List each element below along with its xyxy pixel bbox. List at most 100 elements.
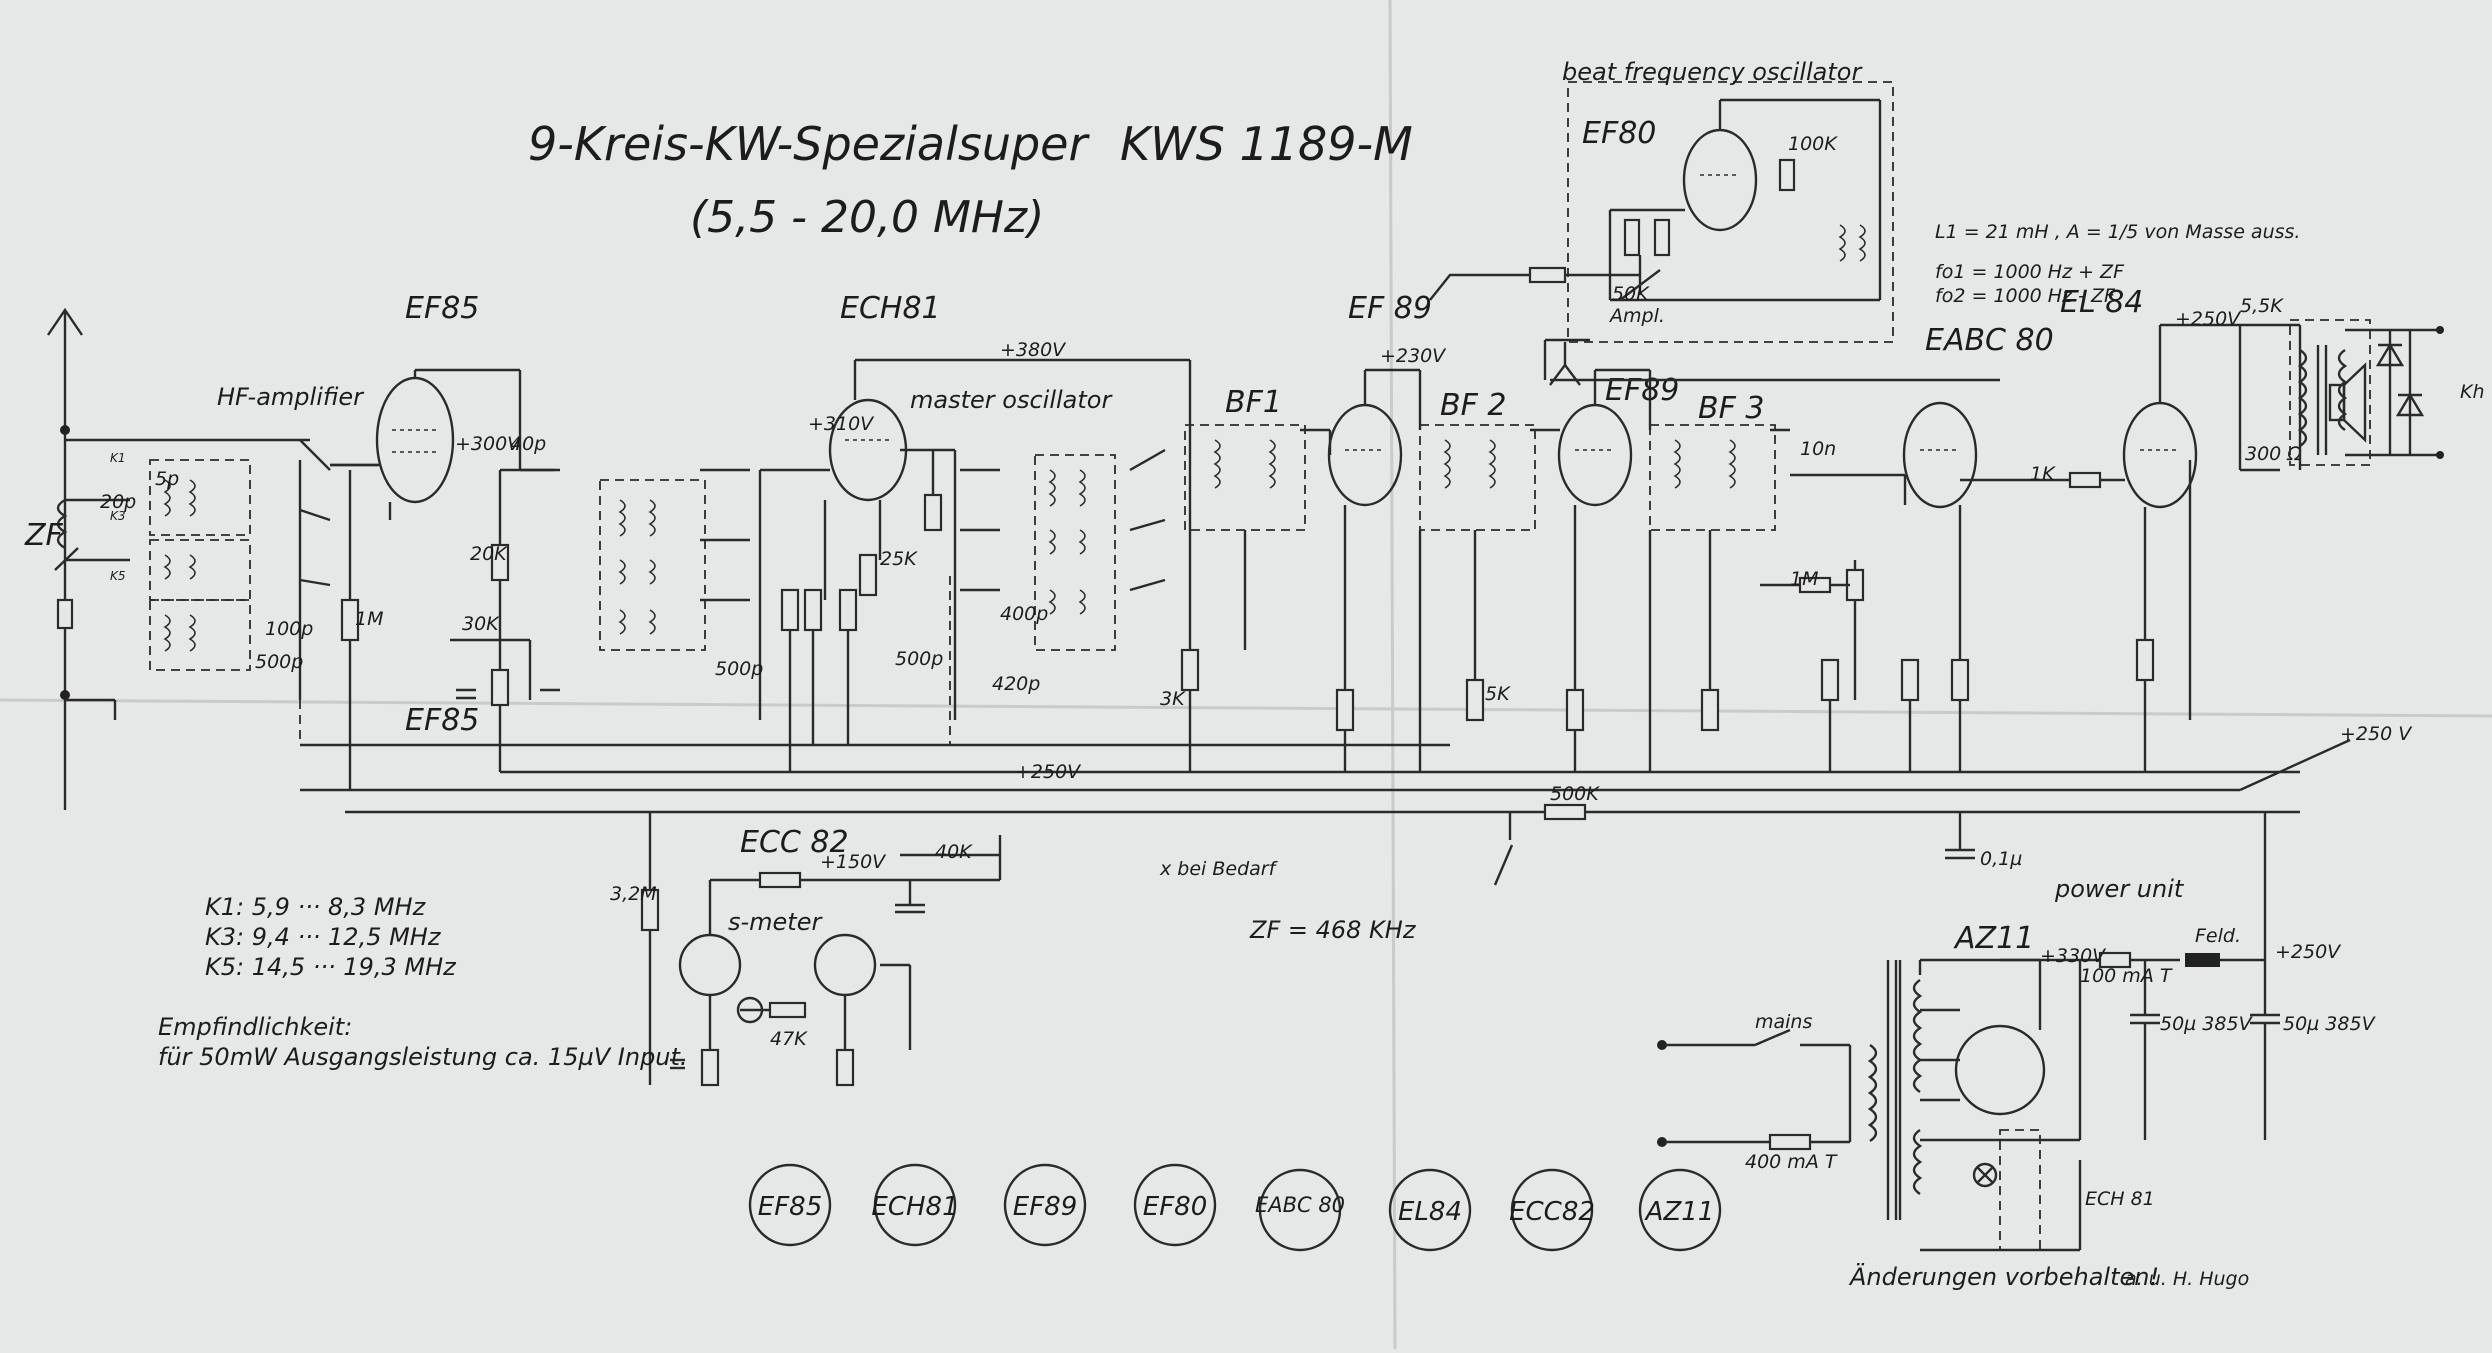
cap-20p: 20p [100, 491, 136, 513]
cap-50u-385v-b: 50µ 385V [2283, 1013, 2377, 1035]
hf-amplifier-label: HF-amplifier [217, 383, 365, 411]
cap-50u-385v-a: 50µ 385V [2160, 1013, 2254, 1035]
ech-label: ECH 81 [2085, 1188, 2155, 1210]
tube-az11: AZ11 [1953, 921, 2034, 956]
b-plus-250v: +250V [1015, 761, 1082, 783]
tube-socket-ech81: ECH81 [871, 1163, 959, 1247]
tube-socket-az11: AZ11 [1638, 1168, 1722, 1252]
gang-tuning-link [299, 570, 951, 746]
res-1m: 1M [355, 608, 383, 630]
fuse-100ma: 100 mA T [2080, 965, 2173, 987]
socket-az11: AZ11 [1644, 1197, 1715, 1227]
tube-ef85-label: EF85 [405, 703, 479, 738]
fold-line [0, 698, 2492, 718]
el84-stage: EL 84 300 Ω 1K [2030, 285, 2302, 772]
tube-socket-el84: EL84 [1388, 1168, 1472, 1252]
footer-note: Änderungen vorbehalten! [1848, 1262, 2159, 1291]
b-plus-250v-right: +250 V [2340, 723, 2413, 745]
volt-250v-el84: +250V [2175, 308, 2242, 330]
tube-ef89-b: EF89 [1605, 373, 1679, 408]
rf-input-coils: K1 K3 K5 5p 100p 20p 500p [65, 438, 380, 700]
socket-ecc82: ECC82 [1509, 1197, 1595, 1227]
socket-eabc80: EABC 80 [1255, 1193, 1345, 1217]
cap-500p-osc: 500p [895, 648, 943, 670]
res-30k: 30K [462, 613, 500, 635]
socket-ef89: EF89 [1013, 1192, 1077, 1222]
cap-40p: 40p [510, 433, 546, 455]
filter-bf2: BF 2 [1440, 388, 1506, 423]
tube-socket-ef85: EF85 [748, 1163, 832, 1247]
volt-300v: +300V [455, 433, 522, 455]
mains-label: mains [1755, 1011, 1812, 1033]
res-1k: 1K [2030, 463, 2056, 485]
cap-420p: 420p [992, 673, 1040, 695]
socket-el84: EL84 [1398, 1197, 1462, 1227]
cap-0-1u: 0,1µ [1980, 848, 2022, 870]
tube-socket-eabc80: EABC 80 [1255, 1168, 1345, 1252]
band-k5: K5: 14,5 ··· 19,3 MHz [205, 953, 457, 981]
res-40k: 40K [935, 841, 973, 863]
rf-stage-coils: 40p 500p [510, 433, 763, 720]
volt-230v: +230V [1380, 345, 1447, 367]
ampl-label: Ampl. [1608, 305, 1665, 327]
socket-ef80: EF80 [1143, 1192, 1207, 1222]
band-k1: K1: 5,9 ··· 8,3 MHz [205, 893, 427, 921]
feld-label: Feld. [2195, 925, 2241, 947]
res-5k: 5K [1485, 683, 1511, 705]
res-300: 300 Ω [2245, 443, 2302, 465]
tube-ech81: ECH81 [840, 291, 941, 326]
bfo-block: beat frequency oscillator EF80 Ampl. 50K… [1429, 58, 1894, 386]
ecc82-smeter: ECC 82 s-meter 3,2M 47K 40K +150V [610, 812, 1002, 1087]
bfo-label: beat frequency oscillator [1562, 58, 1863, 86]
frequency-range: (5,5 - 20,0 MHz) [690, 192, 1044, 243]
title: 9-Kreis-KW-Spezialsuper [528, 117, 1090, 171]
power-unit-label: power unit [2054, 875, 2185, 903]
res-20k: 20K [470, 543, 508, 565]
ech81-stage: ECH81 25K +380V +310V [760, 291, 1192, 772]
svg-text:K5: K5 [110, 569, 126, 583]
output-stage: Kh 5,5K +250V [2175, 295, 2485, 470]
res-50k-bfo: 50K [1612, 283, 1650, 305]
cap-100p: 100p [265, 618, 313, 640]
band-k3: K3: 9,4 ··· 12,5 MHz [205, 923, 442, 951]
eabc80-stage: EABC 80 1M 10n [1760, 323, 2054, 772]
volt-150v: +150V [820, 851, 887, 873]
res-3k: 3K [1160, 688, 1186, 710]
note-l1: L1 = 21 mH , A = 1/5 von Masse auss. [1935, 221, 2300, 243]
res-25k: 25K [880, 548, 918, 570]
standby-switch: 500K 0,1µ [1493, 783, 2022, 886]
bus-lines [300, 738, 2351, 814]
tube-socket-ef80: EF80 [1133, 1163, 1217, 1247]
volt-250v-psu: +250V [2275, 941, 2342, 963]
svg-text:K3: K3 [110, 509, 126, 523]
note-fo1: fo1 = 1000 Hz + ZF [1935, 261, 2125, 283]
tube-eabc80: EABC 80 [1925, 323, 2054, 358]
zf-frequency: ZF = 468 KHz [1249, 916, 1417, 944]
svg-text:K1: K1 [110, 451, 126, 465]
bei-bedarf-note: x bei Bedarf [1159, 858, 1279, 880]
sensitivity-heading: Empfindlichkeit: [158, 1013, 352, 1041]
signature: a. u. H. Hugo [2125, 1268, 2249, 1290]
res-500k: 500K [1550, 783, 1600, 805]
ef85-stage: EF85 20K 30K +300V 1M EF85 [330, 291, 560, 790]
volt-330v: +330V [2040, 945, 2107, 967]
master-oscillator-label: master oscillator [910, 386, 1113, 414]
res-5-5k: 5,5K [2240, 295, 2284, 317]
bf2-filter: BF 2 5K [1418, 388, 1560, 772]
kh-label: Kh [2460, 381, 2485, 403]
ef89-stage-1: EF 89 +230V [1327, 291, 1447, 772]
res-3-2m: 3,2M [610, 883, 657, 905]
sensitivity-text: für 50mW Ausgangsleistung ca. 15µV Input… [158, 1043, 688, 1071]
s-meter-label: s-meter [728, 908, 823, 936]
volt-310v: +310V [808, 413, 875, 435]
power-supply: mains AZ11 Feld. +330V +250V 50µ 385V 50… [1657, 812, 2377, 1252]
bf3-filter: BF 3 [1648, 391, 1790, 772]
filter-bf3: BF 3 [1698, 391, 1764, 426]
volt-380v: +380V [1000, 339, 1067, 361]
socket-ech81: ECH81 [871, 1192, 958, 1222]
tube-el84: EL 84 [2060, 285, 2143, 320]
oscillator-coils: 400p 420p 500p [895, 448, 1166, 720]
cap-10n: 10n [1800, 438, 1836, 460]
